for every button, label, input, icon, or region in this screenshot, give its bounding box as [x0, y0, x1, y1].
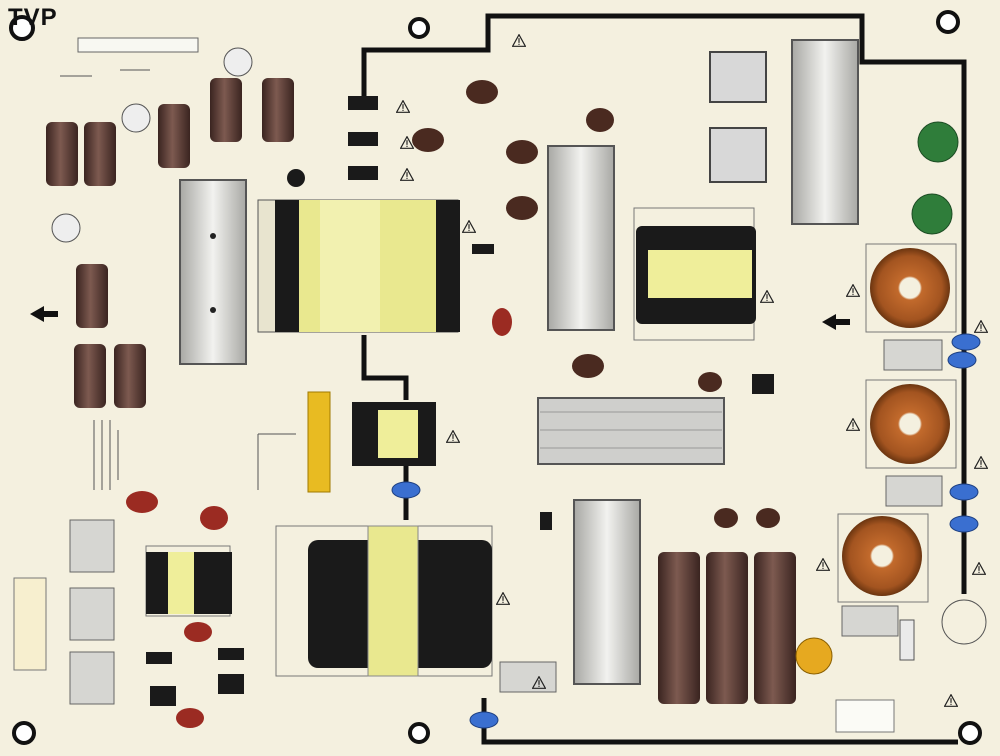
main-transformer-lower	[275, 525, 493, 677]
common-mode-chokes	[837, 243, 957, 603]
relay-1	[709, 51, 767, 103]
arrow-left-icon	[30, 306, 850, 330]
connector-top	[77, 37, 199, 53]
heatsink-right	[791, 39, 859, 225]
standby-transformer	[145, 545, 232, 617]
x-capacitors	[69, 339, 943, 705]
small-capacitors	[51, 47, 253, 243]
electrolytic-capacitors	[46, 78, 796, 704]
varistors	[911, 121, 959, 235]
red-capacitors	[126, 308, 512, 728]
transistors	[146, 96, 774, 706]
heatsink-center-top	[547, 145, 615, 331]
ntc-thermistors	[412, 80, 780, 528]
heatsink-center-bottom	[573, 499, 641, 685]
small-transformer	[352, 402, 436, 466]
main-transformer-upper	[257, 199, 460, 333]
pfc-transformer	[633, 207, 756, 341]
silkscreen-markings	[60, 69, 296, 490]
connector-left	[13, 577, 47, 671]
connector-bottom-right	[835, 699, 895, 733]
yellow-capacitor	[795, 637, 833, 675]
heatsink-left	[179, 179, 247, 365]
relay-2	[709, 127, 767, 183]
empty-footprint	[941, 599, 987, 645]
blue-capacitors	[391, 333, 981, 729]
heatsink-horizontal	[537, 397, 725, 465]
fuse	[899, 619, 915, 661]
barcode-label	[307, 391, 331, 493]
mounting-hole-icon	[9, 10, 982, 745]
watermark-text: TVP	[8, 4, 58, 31]
